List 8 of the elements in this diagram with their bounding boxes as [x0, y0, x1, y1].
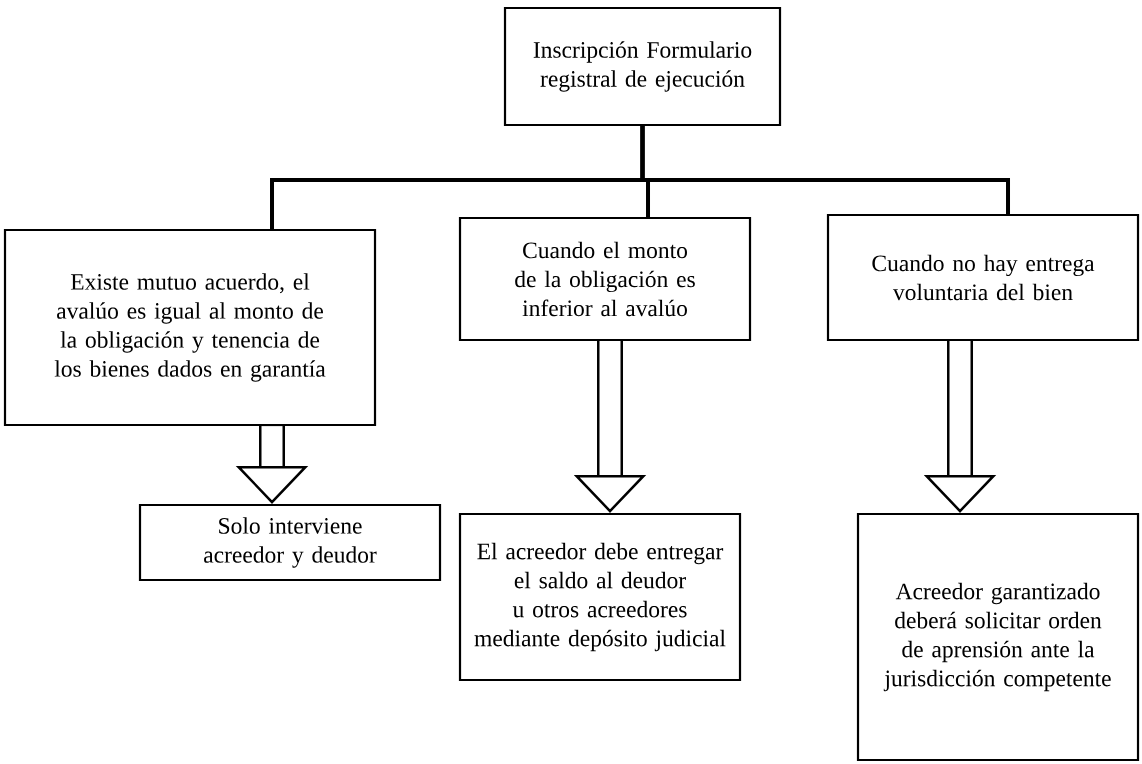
text-box: Cuando no hay entrega voluntaria del bien — [826, 213, 1140, 342]
text-box: Existe mutuo acuerdo, el avalúo es igual al monto de la obligación y tenencia de los bienes dados en garantía — [3, 228, 377, 427]
text-box: Solo interviene acreedor y deudor — [138, 503, 442, 582]
connector-line — [640, 126, 1010, 215]
text-box: Acreedor garantizado deberá solicitar orden de aprensión ante la jurisdicción competente — [856, 512, 1140, 762]
text-box: Inscripción Formulario registral de ejecución — [503, 6, 782, 127]
text-box: Cuando el monto de la obligación es inferior al avalúo — [458, 216, 752, 342]
text-box: El acreedor debe entregar el saldo al deudor u otros acreedores mediante depósito judicial — [458, 512, 742, 682]
